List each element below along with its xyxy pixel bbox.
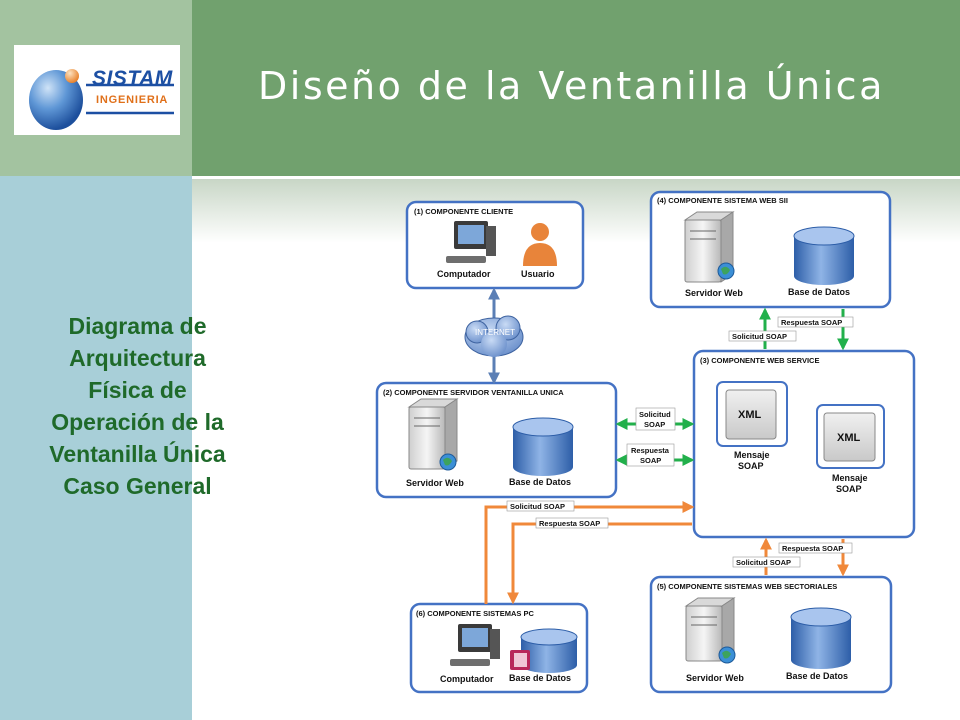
server-icon <box>684 597 736 664</box>
database-icon <box>793 226 855 285</box>
servidor-vu-server-label: Servidor Web <box>406 478 464 488</box>
respuesta-soap-label: Respuesta SOAP <box>781 318 842 327</box>
cliente-user-label: Usuario <box>521 269 555 279</box>
sidebar-line: Arquitectura <box>69 345 206 371</box>
computer-icon <box>450 624 500 666</box>
solicitud-soap-label: Solicitud SOAP <box>510 502 565 511</box>
slide-title: Diseño de la Ventanilla Única <box>258 64 885 108</box>
soap-message-label: SOAP <box>738 461 764 471</box>
internet-cloud-icon <box>464 315 524 357</box>
xml-label: XML <box>738 409 762 421</box>
solicitud-soap-label: Solicitud SOAP <box>732 332 787 341</box>
web-sii-server-label: Servidor Web <box>685 288 743 298</box>
component-servidor-vu-title: (2) COMPONENTE SERVIDOR VENTANILLA UNICA <box>383 388 564 397</box>
header-bar: Diseño de la Ventanilla Única <box>192 0 960 176</box>
component-sistemas-pc-title: (6) COMPONENTE SISTEMAS PC <box>416 609 535 618</box>
company-logo: SISTAM INGENIERIA <box>14 45 180 135</box>
sidebar-line: Física de <box>88 377 187 403</box>
solicitud-soap-label: Solicitud SOAP <box>736 558 791 567</box>
database-icon <box>790 607 852 669</box>
xml-label: XML <box>837 432 861 444</box>
sistemas-pc-db-label: Base de Datos <box>509 673 571 683</box>
cliente-computer-label: Computador <box>437 269 491 279</box>
sistemas-pc-computer-label: Computador <box>440 674 494 684</box>
database-icon <box>520 628 578 673</box>
sidebar-line: Operación de la <box>51 409 224 435</box>
respuesta-soap-label: Respuesta SOAP <box>782 544 843 553</box>
header-divider <box>192 176 960 179</box>
respuesta-soap-label: Respuesta <box>631 446 670 455</box>
internet-label: INTERNET <box>475 328 515 337</box>
logo-wordmark: SISTAM <box>92 67 173 90</box>
logo-panel: SISTAM INGENIERIA <box>0 0 192 176</box>
sidebar-line: Ventanilla Única <box>49 441 226 467</box>
web-sectoriales-db-label: Base de Datos <box>786 671 848 681</box>
computer-icon <box>446 221 496 263</box>
respuesta-soap-label: Respuesta SOAP <box>539 519 600 528</box>
servidor-vu-db-label: Base de Datos <box>509 477 571 487</box>
user-icon <box>523 223 557 266</box>
sidebar-line: Diagrama de <box>68 313 207 339</box>
solicitud-soap-label: SOAP <box>644 420 665 429</box>
soap-message-label: SOAP <box>836 484 862 494</box>
respuesta-soap-arrow <box>507 522 692 605</box>
database-icon <box>512 417 574 476</box>
logo-globe-icon <box>29 69 174 130</box>
component-web-service-title: (3) COMPONENTE WEB SERVICE <box>700 356 819 365</box>
component-web-sectoriales-title: (5) COMPONENTE SISTEMAS WEB SECTORIALES <box>657 582 837 591</box>
solicitud-soap-arrow <box>484 501 695 604</box>
web-sectoriales-server-label: Servidor Web <box>686 673 744 683</box>
sidebar-caption: Diagrama de Arquitectura Física de Opera… <box>0 310 275 502</box>
server-icon <box>407 398 459 471</box>
logo-subtitle: INGENIERIA <box>96 94 169 106</box>
server-icon <box>683 211 735 283</box>
soap-message-label: Mensaje <box>734 450 770 460</box>
xml-message-icon <box>716 381 788 447</box>
xml-message-icon <box>816 404 885 469</box>
solicitud-soap-label: Solicitud <box>639 410 671 419</box>
side-panel <box>0 176 192 720</box>
soap-message-label: Mensaje <box>832 473 868 483</box>
web-sii-db-label: Base de Datos <box>788 287 850 297</box>
access-file-icon <box>510 650 530 670</box>
component-web-sii-title: (4) COMPONENTE SISTEMA WEB SII <box>657 196 788 205</box>
respuesta-soap-label: SOAP <box>640 456 661 465</box>
sidebar-line: Caso General <box>63 473 212 499</box>
component-cliente-title: (1) COMPONENTE CLIENTE <box>414 207 513 216</box>
